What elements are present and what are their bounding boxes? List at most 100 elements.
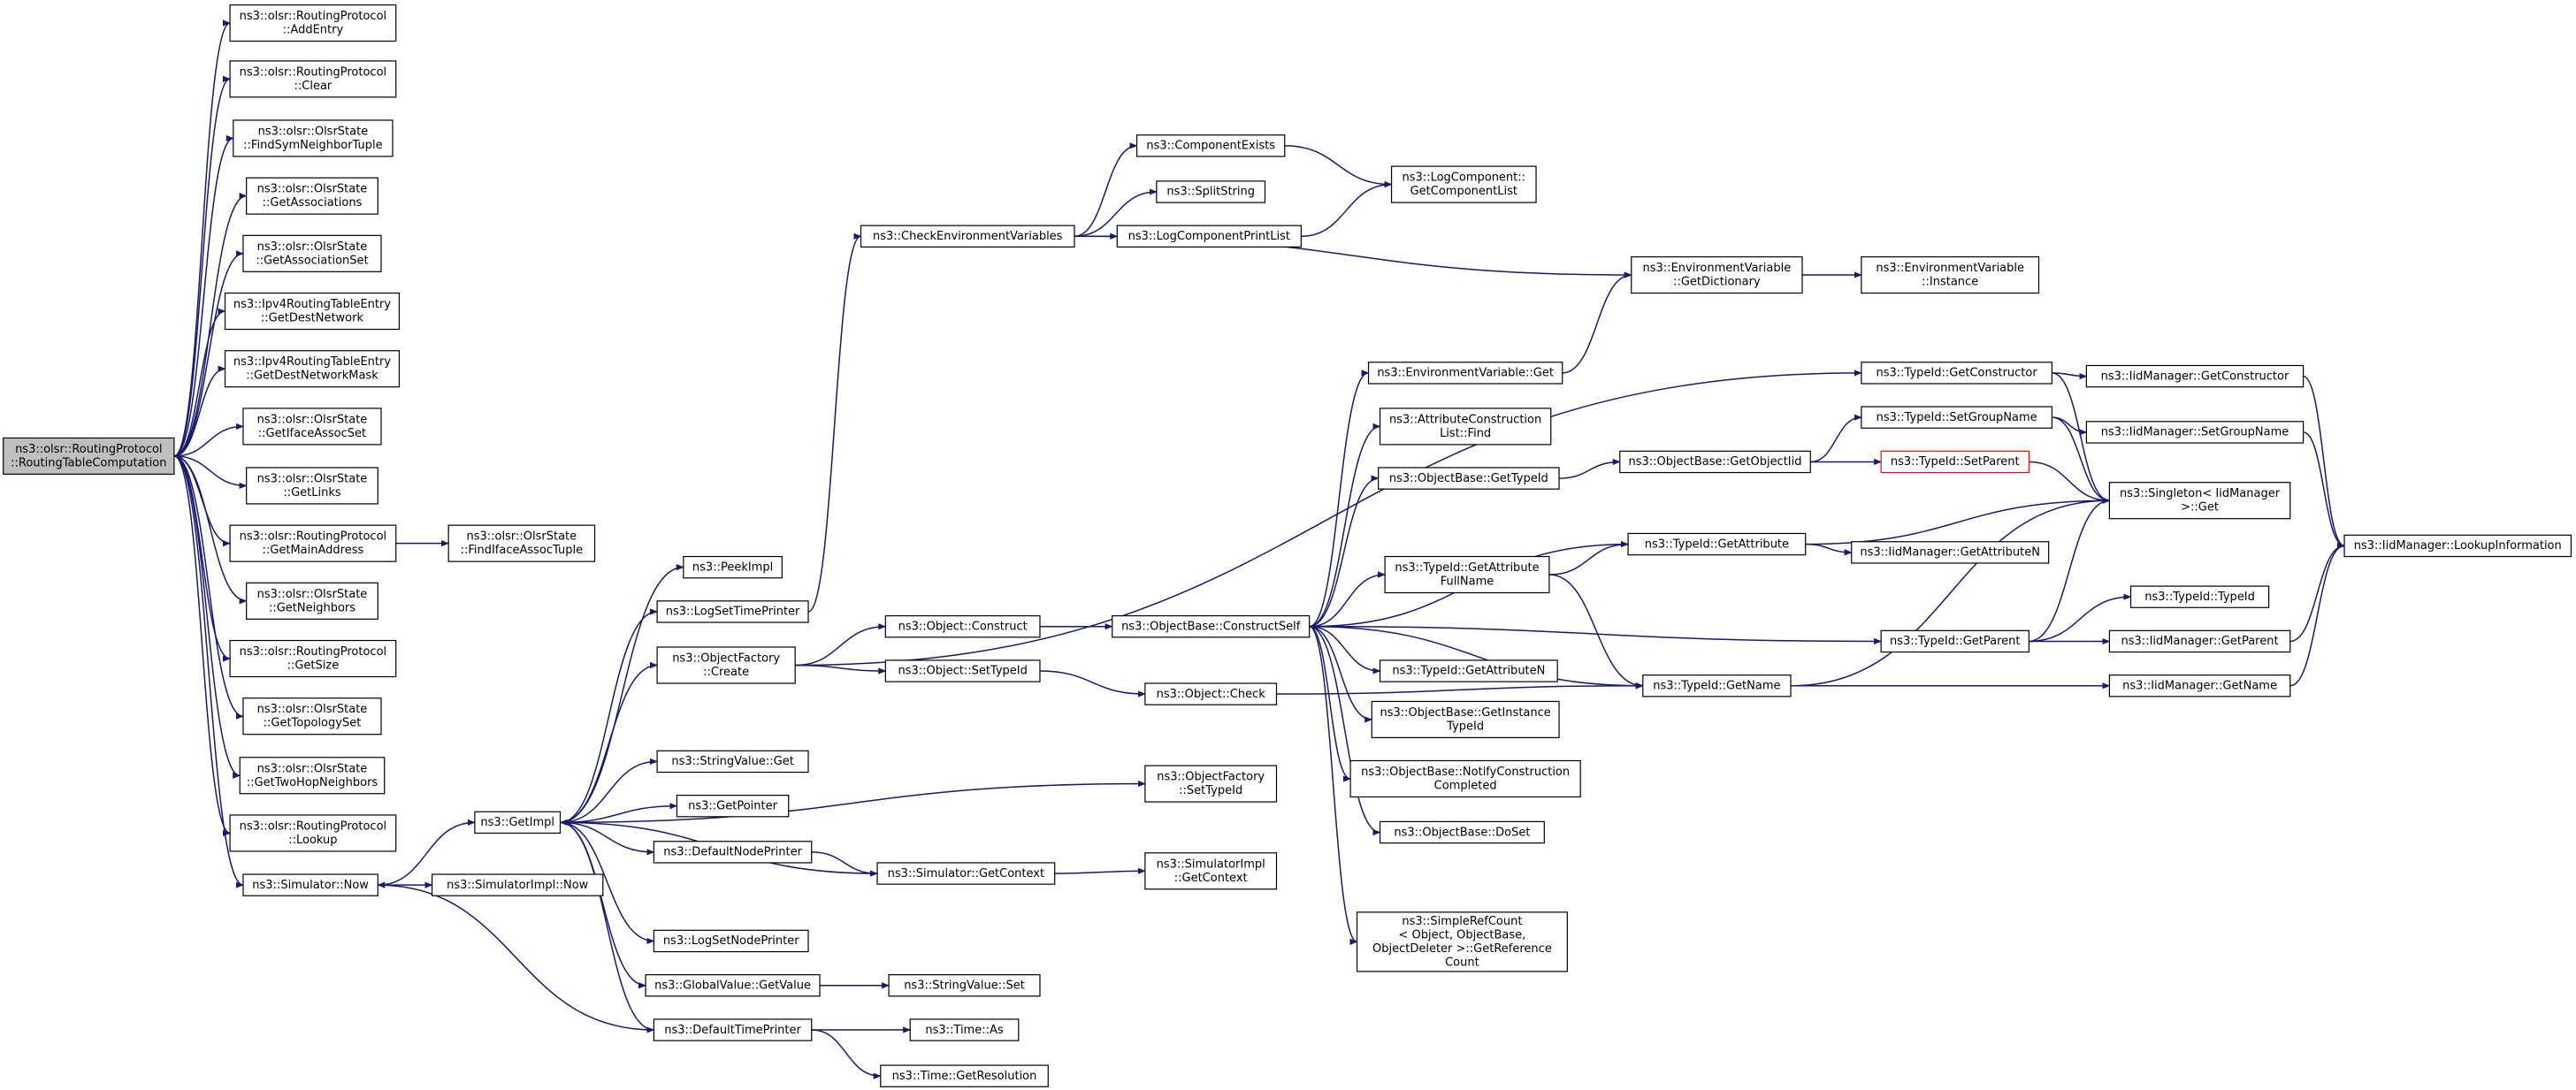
node-strvalset[interactable]: ns3::StringValue::Set [888,974,1041,997]
node-getassocset[interactable]: ns3::olsr::OlsrState::GetAssociationSet [242,234,382,272]
node-box [1390,165,1537,203]
node-gettwohop[interactable]: ns3::olsr::OlsrState::GetTwoHopNeighbors [239,757,386,795]
node-logcompget[interactable]: ns3::LogComponent::GetComponentList [1390,165,1537,203]
node-getlinks[interactable]: ns3::olsr::OlsrState::GetLinks [246,467,378,505]
node-timegetres[interactable]: ns3::Time::GetResolution [880,1064,1049,1087]
node-label: ::Clear [294,80,333,93]
node-label: ::Create [703,666,749,679]
node-label: ns3::SplitString [1166,186,1255,199]
node-peekimpl[interactable]: ns3::PeekImpl [683,555,783,579]
node-objbaseconstructself[interactable]: ns3::ObjectBase::ConstructSelf [1112,614,1311,638]
node-envvardict[interactable]: ns3::EnvironmentVariable::GetDictionary [1631,255,1803,294]
node-typeidsetgroupname[interactable]: ns3::TypeId::SetGroupName [1861,406,2052,429]
node-typeidgetconstructor[interactable]: ns3::TypeId::GetConstructor [1861,362,2052,385]
node-strvalget[interactable]: ns3::StringValue::Get [656,750,809,774]
node-label: ns3::ComponentExists [1146,140,1275,153]
node-getassoc[interactable]: ns3::olsr::OlsrState::GetAssociations [246,177,378,215]
node-label: ns3::GetPointer [688,799,777,812]
node-label: ns3::EnvironmentVariable [1876,262,2024,275]
node-label: ns3::IidManager::LookupInformation [2354,539,2562,553]
node-defnodeprinter[interactable]: ns3::DefaultNodePrinter [653,841,813,864]
node-objbasedoset[interactable]: ns3::ObjectBase::DoSet [1379,820,1545,844]
node-objfactcreate[interactable]: ns3::ObjectFactory::Create [656,646,796,684]
node-simimplnow[interactable]: ns3::SimulatorImpl::Now [431,873,604,896]
edge-root-to-getsize [173,455,231,662]
node-singletonget[interactable]: ns3::Singleton< IidManager>::Get [2108,482,2291,520]
node-timeas[interactable]: ns3::Time::As [909,1018,1020,1041]
node-objbasegetobjtid[interactable]: ns3::ObjectBase::GetObjectIid [1619,450,1811,474]
node-typeidgetparent[interactable]: ns3::TypeId::GetParent [1880,629,2029,653]
node-objsettypeid[interactable]: ns3::Object::SetTypeId [884,659,1041,682]
node-logsettime[interactable]: ns3::LogSetTimePrinter [656,600,809,623]
node-compexists[interactable]: ns3::ComponentExists [1135,134,1286,157]
node-objconstruct[interactable]: ns3::Object::Construct [884,614,1041,638]
node-findiface[interactable]: ns3::olsr::OlsrState::FindIfaceAssocTupl… [447,524,596,562]
node-simgetcontext[interactable]: ns3::Simulator::GetContext [876,862,1056,885]
node-logcompprint[interactable]: ns3::LogComponentPrintList [1116,225,1302,248]
node-box [2343,534,2572,558]
node-box [656,646,796,684]
node-splitstring[interactable]: ns3::SplitString [1156,180,1266,203]
node-label: ns3::Time::As [925,1024,1004,1037]
node-box [1116,225,1302,248]
node-globalvalget[interactable]: ns3::GlobalValue::GetValue [645,974,821,997]
node-iidgetparent[interactable]: ns3::IidManager::GetParent [2108,629,2291,653]
edge-root-to-gettopology [173,455,244,720]
node-label: ns3::olsr::OlsrState [257,413,368,426]
node-gettopology[interactable]: ns3::olsr::OlsrState::GetTopologySet [242,697,382,736]
node-label: ::SetTypeId [1179,784,1242,797]
node-envvarget[interactable]: ns3::EnvironmentVariable::Get [1367,362,1563,385]
node-findsym[interactable]: ns3::olsr::OlsrState::FindSymNeighborTup… [233,119,394,157]
node-box [1851,541,2050,564]
node-typeidgetattrn[interactable]: ns3::TypeId::GetAttributeN [1379,659,1558,682]
node-deftimeprinter[interactable]: ns3::DefaultTimePrinter [653,1018,813,1041]
node-getifaceassoc[interactable]: ns3::olsr::OlsrState::GetIfaceAssocSet [242,408,382,446]
node-iidsetgroupname[interactable]: ns3::IidManager::SetGroupName [2085,421,2305,444]
node-lookup[interactable]: ns3::olsr::RoutingProtocol::Lookup [229,814,397,852]
node-iidlookup[interactable]: ns3::IidManager::LookupInformation [2343,534,2572,558]
node-box [1642,675,1792,697]
node-typeidgetname[interactable]: ns3::TypeId::GetName [1642,675,1792,697]
node-getimpl[interactable]: ns3::GetImpl [474,811,562,835]
node-box [1379,408,1552,446]
node-clear[interactable]: ns3::olsr::RoutingProtocol::Clear [229,60,397,98]
node-iidgetattrn[interactable]: ns3::IidManager::GetAttributeN [1851,541,2050,564]
node-objcheck[interactable]: ns3::Object::Check [1144,682,1278,705]
node-label: ns3::olsr::OlsrState [257,703,368,716]
node-getdestmask[interactable]: ns3::Ipv4RoutingTableEntry::GetDestNetwo… [224,350,401,388]
node-iidgetname[interactable]: ns3::IidManager::GetName [2108,675,2291,697]
node-getdestnet[interactable]: ns3::Ipv4RoutingTableEntry::GetDestNetwo… [224,292,401,331]
node-getsize[interactable]: ns3::olsr::RoutingProtocol::GetSize [229,639,397,678]
node-getmainaddr[interactable]: ns3::olsr::RoutingProtocol::GetMainAddre… [229,524,397,562]
node-addentry[interactable]: ns3::olsr::RoutingProtocol::AddEntry [229,4,397,42]
node-getpointer[interactable]: ns3::GetPointer [676,795,790,818]
node-getneighbors[interactable]: ns3::olsr::OlsrState::GetNeighbors [246,582,378,620]
node-simplerefcount[interactable]: ns3::SimpleRefCount< Object, ObjectBase,… [1356,911,1568,972]
node-logsetnode[interactable]: ns3::LogSetNodePrinter [653,929,809,953]
node-label: ns3::TypeId::SetGroupName [1877,411,2037,424]
node-objbasenotify[interactable]: ns3::ObjectBase::NotifyConstructionCompl… [1349,759,1581,798]
node-checkenv[interactable]: ns3::CheckEnvironmentVariables [860,225,1075,248]
node-typeidsetparent[interactable]: ns3::TypeId::SetParent [1880,450,2029,474]
node-iidgetconstructor[interactable]: ns3::IidManager::GetConstructor [2085,364,2305,388]
node-label: ns3::IidManager::GetParent [2121,635,2279,648]
node-label: ns3::GetImpl [480,816,554,829]
edge-root-to-clear [173,75,231,457]
node-typeidtypeid[interactable]: ns3::TypeId::TypeId [2129,585,2270,608]
node-root[interactable]: ns3::olsr::RoutingProtocol::RoutingTable… [3,437,175,476]
node-simnow[interactable]: ns3::Simulator::Now [242,873,378,896]
node-objbasegettypeid[interactable]: ns3::ObjectBase::GetTypeId [1378,467,1560,490]
node-envvarinst[interactable]: ns3::EnvironmentVariable::Instance [1861,255,2040,294]
node-objfactsettypeid[interactable]: ns3::ObjectFactory::SetTypeId [1144,765,1278,803]
node-label: ns3::ObjectBase::NotifyConstruction [1361,766,1570,779]
node-label: ns3::Ipv4RoutingTableEntry [233,355,391,369]
node-label: ns3::olsr::OlsrState [258,125,369,138]
node-box [1371,700,1560,739]
node-box [1135,134,1286,157]
node-simimplgetcontext[interactable]: ns3::SimulatorImpl::GetContext [1144,852,1278,890]
node-label: List::Find [1440,427,1491,440]
node-typeidgetattribute[interactable]: ns3::TypeId::GetAttribute [1627,532,1807,556]
